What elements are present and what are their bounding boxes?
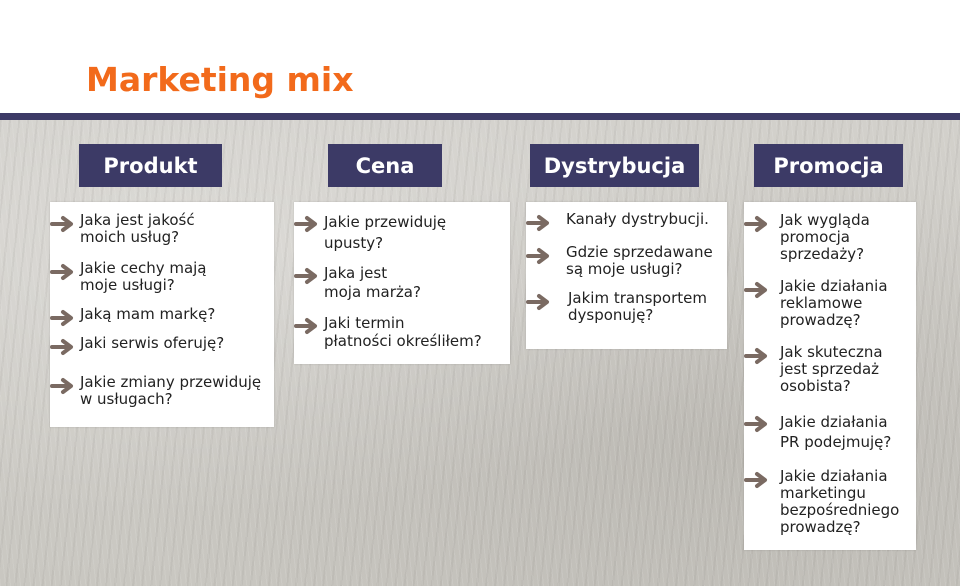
arrow-right-icon xyxy=(526,248,549,264)
list-item-text: Jakim transportem dysponuję? xyxy=(568,289,707,324)
list-item: Jaka jest moja marża? xyxy=(294,264,510,301)
arrow-right-icon xyxy=(526,294,549,310)
list-item-text: Jak wygląda promocja sprzedaży? xyxy=(780,211,870,263)
list-item: Jakie działania PR podejmuję? xyxy=(744,413,916,451)
list-item: Jakie działania marketingu bezpośrednieg… xyxy=(744,468,916,536)
heading-cena: Cena xyxy=(328,144,442,187)
list-item: Jakie działania reklamowe prowadzę? xyxy=(744,278,916,329)
list-item: Jakie zmiany przewiduję w usługach? xyxy=(50,374,274,408)
list-item: Jaki termin płatności określiłem? xyxy=(294,314,510,350)
heading-promocja: Promocja xyxy=(754,144,903,187)
arrow-right-icon xyxy=(744,216,767,232)
list-item-text: Jakie zmiany przewiduję w usługach? xyxy=(80,373,262,408)
list-item-text: Jaka jest jakość moich usług? xyxy=(80,211,195,246)
box-dystrybucja: Kanały dystrybucji. Gdzie sprzedawane są… xyxy=(526,202,727,349)
page-title: Marketing mix xyxy=(86,60,354,99)
list-item: Jaki serwis oferuję? xyxy=(50,334,274,357)
arrow-right-icon xyxy=(50,310,73,326)
list-item: Jak skuteczna jest sprzedaż osobista? xyxy=(744,344,916,395)
arrow-right-icon xyxy=(294,268,317,284)
list-item-text: Jakie działania reklamowe prowadzę? xyxy=(780,277,888,329)
list-item-text: Jaką mam markę? xyxy=(80,305,216,323)
list-item: Jakie przewiduję upusty? xyxy=(294,213,510,252)
arrow-right-icon xyxy=(294,216,317,232)
list-item: Jaka jest jakość moich usług? xyxy=(50,212,274,246)
heading-dystrybucja: Dystrybucja xyxy=(530,144,699,187)
heading-produkt: Produkt xyxy=(79,144,222,187)
box-promocja: Jak wygląda promocja sprzedaży? Jakie dz… xyxy=(744,202,916,550)
list-item: Gdzie sprzedawane są moje usługi? xyxy=(526,244,727,278)
list-item-text: Jakie działania PR podejmuję? xyxy=(780,413,892,451)
arrow-right-icon xyxy=(50,264,73,280)
header: Marketing mix xyxy=(0,0,960,113)
arrow-right-icon xyxy=(744,416,767,432)
list-item-text: Jakie przewiduję upusty? xyxy=(324,213,447,252)
list-item-text: Jaka jest moja marża? xyxy=(324,264,421,301)
divider xyxy=(0,113,960,120)
arrow-right-icon xyxy=(526,215,549,231)
arrow-right-icon xyxy=(50,378,73,394)
list-item: Jakim transportem dysponuję? xyxy=(526,290,727,324)
list-item-text: Kanały dystrybucji. xyxy=(566,210,709,228)
arrow-right-icon xyxy=(294,318,317,334)
list-item-text: Jakie działania marketingu bezpośrednieg… xyxy=(780,467,900,536)
list-item-text: Jaki serwis oferuję? xyxy=(80,334,225,352)
arrow-right-icon xyxy=(744,348,767,364)
arrow-right-icon xyxy=(50,216,73,232)
arrow-right-icon xyxy=(744,472,767,488)
list-item-text: Gdzie sprzedawane są moje usługi? xyxy=(566,243,713,278)
list-item: Kanały dystrybucji. xyxy=(526,210,727,233)
arrow-right-icon xyxy=(50,339,73,355)
arrow-right-icon xyxy=(744,282,767,298)
list-item: Jakie cechy mają moje usługi? xyxy=(50,260,274,294)
list-item: Jak wygląda promocja sprzedaży? xyxy=(744,212,916,263)
box-cena: Jakie przewiduję upusty? Jaka jest moja … xyxy=(294,202,510,364)
list-item: Jaką mam markę? xyxy=(50,305,274,328)
list-item-text: Jak skuteczna jest sprzedaż osobista? xyxy=(780,343,883,395)
box-produkt: Jaka jest jakość moich usług? Jakie cech… xyxy=(50,202,274,427)
list-item-text: Jakie cechy mają moje usługi? xyxy=(80,259,207,294)
list-item-text: Jaki termin płatności określiłem? xyxy=(324,314,482,350)
